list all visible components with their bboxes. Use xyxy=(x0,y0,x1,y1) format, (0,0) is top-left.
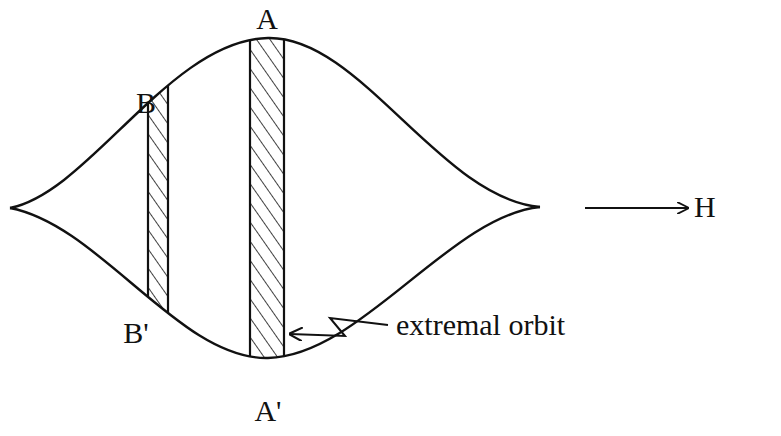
point-label: B' xyxy=(123,318,148,348)
field-arrow xyxy=(585,207,688,209)
annotation-text: extremal orbit xyxy=(396,310,565,340)
point-label: B xyxy=(136,88,156,118)
band-edge xyxy=(249,0,251,436)
hatched-orbits xyxy=(148,0,284,436)
extremal-band xyxy=(250,0,284,436)
band-edge xyxy=(283,0,285,436)
leader-line xyxy=(290,318,388,336)
band-edge xyxy=(167,0,169,436)
orbit-band xyxy=(148,0,168,436)
field-label: H xyxy=(694,192,716,222)
band-edge xyxy=(147,0,149,436)
point-label: A xyxy=(256,4,278,34)
point-label: A' xyxy=(254,396,281,426)
surface-outline xyxy=(10,38,540,208)
